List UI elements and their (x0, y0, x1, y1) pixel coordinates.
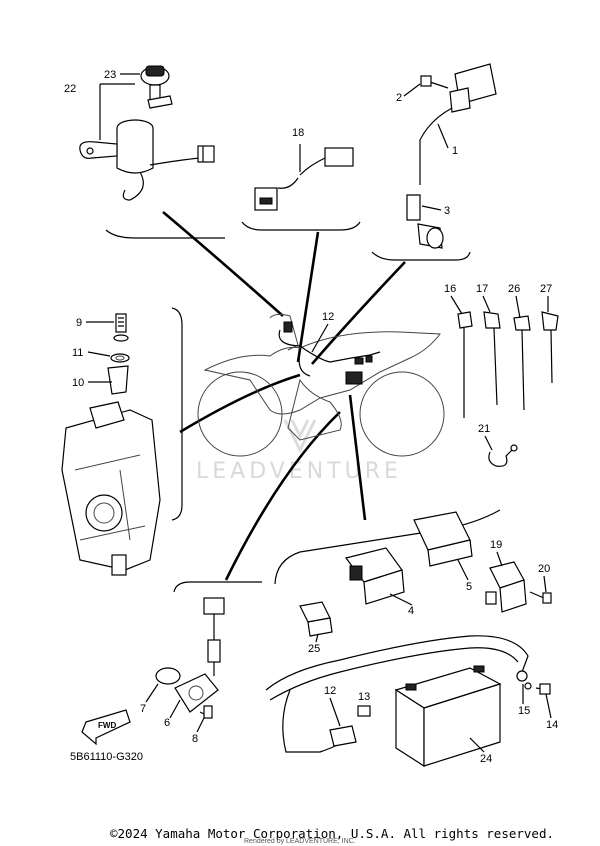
fwd-label: FWD (98, 721, 116, 730)
callout-14: 14 (546, 719, 558, 731)
group-bracket-sublead (241, 221, 361, 231)
callout-13: 13 (358, 691, 370, 703)
callout-26: 26 (508, 283, 520, 295)
callout-22: 22 (64, 83, 76, 95)
battery (394, 665, 502, 768)
callout-11: 11 (72, 347, 83, 359)
callout-4: 4 (408, 605, 414, 617)
neutral-switch-group (155, 597, 225, 719)
watermark-text: LEADVENTURE (196, 459, 402, 484)
callout-19: 19 (490, 539, 502, 551)
callout-25: 25 (308, 643, 320, 655)
group-bracket-neutral (173, 581, 262, 593)
ignition-switch-group (79, 65, 215, 201)
callout-27: 27 (540, 283, 552, 295)
callout-8: 8 (192, 733, 198, 745)
callout-9: 9 (76, 317, 82, 329)
callout-12-bottom: 12 (324, 685, 336, 697)
cable-ties-group (457, 311, 559, 467)
diagram-code: 5B61110-G320 (70, 751, 143, 763)
forward-arrow-icon: FWD (81, 709, 131, 746)
leader-lines (162, 211, 406, 581)
copyright-notice: ©2024 Yamaha Motor Corporation, U.S.A. A… (110, 826, 555, 841)
callout-18: 18 (292, 127, 304, 139)
group-bracket-electrical (274, 509, 501, 585)
wire-harness (265, 635, 551, 753)
callout-12-top: 12 (322, 311, 334, 323)
rendered-by-notice: Rendered by LEADVENTURE, INC. (244, 838, 356, 845)
callout-15: 15 (518, 705, 530, 717)
callout-20: 20 (538, 563, 550, 575)
group-bracket-coil (371, 251, 471, 261)
callout-17: 17 (476, 283, 488, 295)
callout-2: 2 (396, 92, 402, 104)
callout-21: 21 (478, 423, 490, 435)
group-bracket-ignition (105, 229, 225, 239)
callout-16: 16 (444, 283, 456, 295)
callout-labels: 1 2 3 4 5 6 7 8 9 11 10 12 12 13 14 15 1… (64, 69, 558, 765)
callout-23: 23 (104, 69, 116, 81)
carburetor-group (61, 313, 161, 576)
callout-5: 5 (466, 581, 472, 593)
callout-6: 6 (164, 717, 170, 729)
group-bracket-carb (171, 307, 183, 521)
electrical-components (299, 511, 552, 637)
ignition-coil-group (406, 63, 497, 249)
callout-7: 7 (140, 703, 146, 715)
sub-lead-group (254, 144, 354, 211)
callout-1: 1 (452, 145, 458, 157)
motorcycle-outline (197, 313, 445, 457)
callout-24: 24 (480, 753, 492, 765)
callout-10: 10 (72, 377, 84, 389)
callout-3: 3 (444, 205, 450, 217)
